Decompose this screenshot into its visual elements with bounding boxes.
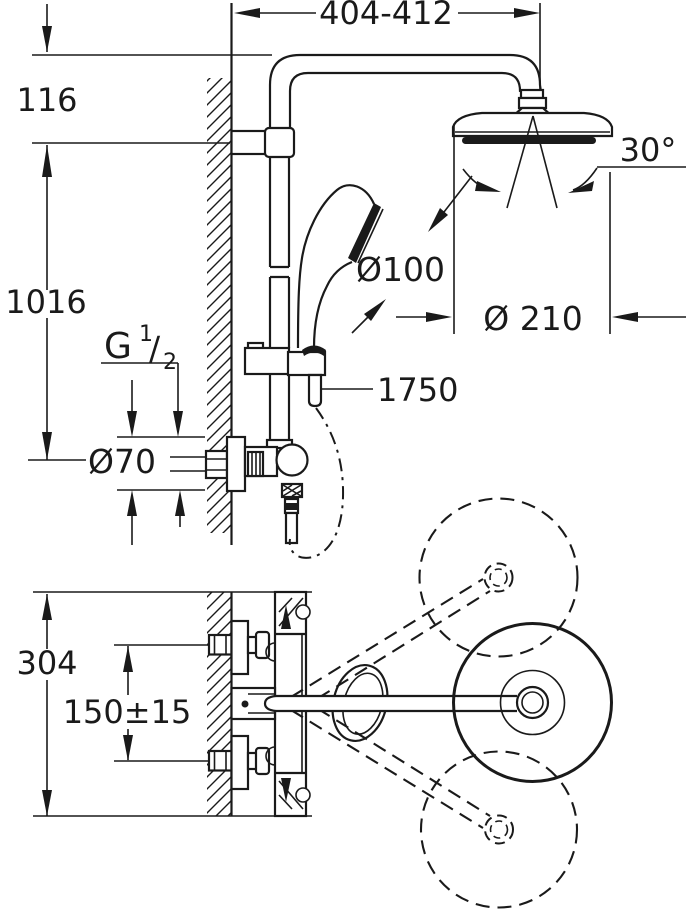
thread-label-den: 2 bbox=[163, 350, 177, 375]
projection-depth-label: 304 bbox=[16, 644, 77, 682]
shower-pipe bbox=[265, 53, 543, 450]
swivel-range-upper bbox=[418, 497, 579, 658]
dim-head-shower-diameter: Ø 210 bbox=[396, 124, 686, 338]
dim-tilt-angle: 30° bbox=[462, 131, 686, 193]
head-shower-diameter-label: Ø 210 bbox=[483, 299, 582, 338]
dim-inlet-spacing: 150±15 bbox=[63, 644, 220, 762]
wall-bracket bbox=[230, 126, 296, 159]
spray-cone-right bbox=[532, 115, 558, 209]
dim-thread: G 1 / 2 bbox=[101, 322, 183, 437]
escutcheon-diameter-label: Ø70 bbox=[88, 442, 156, 481]
hose-length-label: 1750 bbox=[377, 371, 458, 409]
wall-section-top bbox=[207, 592, 233, 816]
thread-label-num: 1 bbox=[139, 322, 153, 347]
dim-width-range: 404-412 bbox=[234, 0, 541, 110]
dim-hose-length: 1750 bbox=[322, 371, 458, 409]
thermostat-valve-front bbox=[170, 435, 309, 545]
hand-shower-diameter-label: Ø100 bbox=[356, 250, 445, 289]
dim-head-wall-offset: 116 bbox=[16, 4, 272, 144]
tilt-angle-label: 30° bbox=[620, 131, 677, 169]
spray-face bbox=[462, 137, 596, 144]
dim-projection-depth: 304 bbox=[16, 591, 312, 817]
outlet-marker-dot bbox=[241, 700, 249, 708]
swivel-arm-dashed-lower bbox=[290, 696, 491, 829]
thread-label-slash: / bbox=[149, 329, 161, 368]
top-view: 304 150±15 bbox=[16, 497, 613, 909]
dim-hand-shower-diameter: Ø100 bbox=[351, 175, 473, 334]
dim-escutcheon-diameter: Ø70 bbox=[88, 380, 205, 545]
swivel-arm-dashed-upper bbox=[290, 578, 491, 711]
spray-cone-left bbox=[506, 115, 534, 209]
head-shower-top-view bbox=[452, 622, 613, 783]
hand-shower-face bbox=[348, 203, 381, 263]
hand-shower bbox=[296, 184, 384, 349]
head-wall-offset-label: 116 bbox=[16, 81, 77, 119]
dim-column-height: 1016 bbox=[5, 145, 87, 461]
thread-label-g: G bbox=[104, 326, 132, 367]
head-shower bbox=[451, 88, 614, 209]
shower-arm-top-view bbox=[263, 694, 517, 713]
inlet-connection-bottom bbox=[207, 734, 271, 791]
hand-shower-holder bbox=[243, 341, 327, 408]
escutcheon bbox=[225, 435, 247, 493]
inlet-spacing-label: 150±15 bbox=[63, 693, 192, 731]
holder-cradle bbox=[302, 345, 326, 356]
hose-fitting bbox=[307, 373, 323, 408]
width-range-label: 404-412 bbox=[319, 0, 453, 32]
diverter-knob bbox=[275, 443, 309, 477]
column-height-label: 1016 bbox=[5, 283, 86, 321]
shower-hose bbox=[288, 407, 345, 559]
front-view: 404-412 116 1016 bbox=[5, 0, 686, 559]
inlet-connection-top bbox=[207, 619, 271, 676]
swivel-range-lower bbox=[419, 750, 579, 909]
